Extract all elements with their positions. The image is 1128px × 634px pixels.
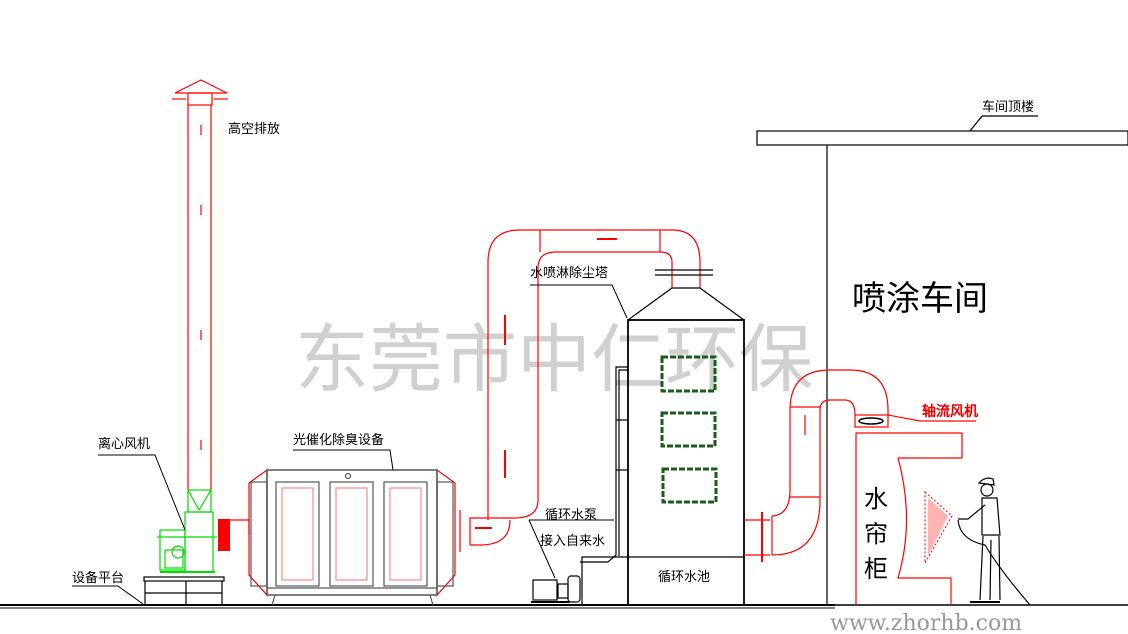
centrifugal-fan-label: 离心风机 [98,436,150,452]
workshop-label: 喷涂车间 [852,279,988,319]
spray-tower-label: 水喷淋除尘塔 [530,266,608,281]
platform-label: 设备平台 [72,570,124,586]
fan-leader [98,454,186,531]
tower-windows [660,355,718,504]
painter-figure [957,477,1031,606]
spray-tower [580,287,745,606]
exhaust-stack [172,79,228,490]
roof-label: 车间顶楼 [982,99,1034,115]
fan-connector [218,519,230,551]
centrifugal-fan [157,489,217,573]
photocatalytic-label: 光催化除臭设备 [293,432,384,448]
axial-fan [858,417,884,425]
pool-label: 循环水池 [658,570,710,585]
ground-line [0,604,1128,609]
tap-water-label: 接入自来水 [540,533,605,549]
platform-leader [72,585,144,605]
spray-tower-leader [530,284,628,319]
duct-from-curtain [744,369,976,562]
curtain-label-3: 柜 [864,555,888,583]
spray-mist [924,490,953,565]
pump-label: 循环水泵 [545,508,597,523]
axial-fan-label: 轴流风机 [922,403,978,420]
photocatalytic-unit [230,468,456,606]
equipment-platform [120,576,225,606]
stack-label: 高空排放 [228,121,280,137]
curtain-label-2: 帘 [864,520,888,548]
website-watermark: www.zhorhb.com [830,611,1022,634]
pump-leader-line [528,519,556,579]
duct-to-photocatalytic [459,229,713,552]
circulation-pump [531,575,581,603]
water-curtain-cabinet [855,432,963,605]
watermark: 东莞市中仁环保 [295,317,813,403]
photocatalytic-leader [293,449,394,471]
workshop-building [756,115,1128,605]
curtain-label-1: 水 [864,485,888,513]
